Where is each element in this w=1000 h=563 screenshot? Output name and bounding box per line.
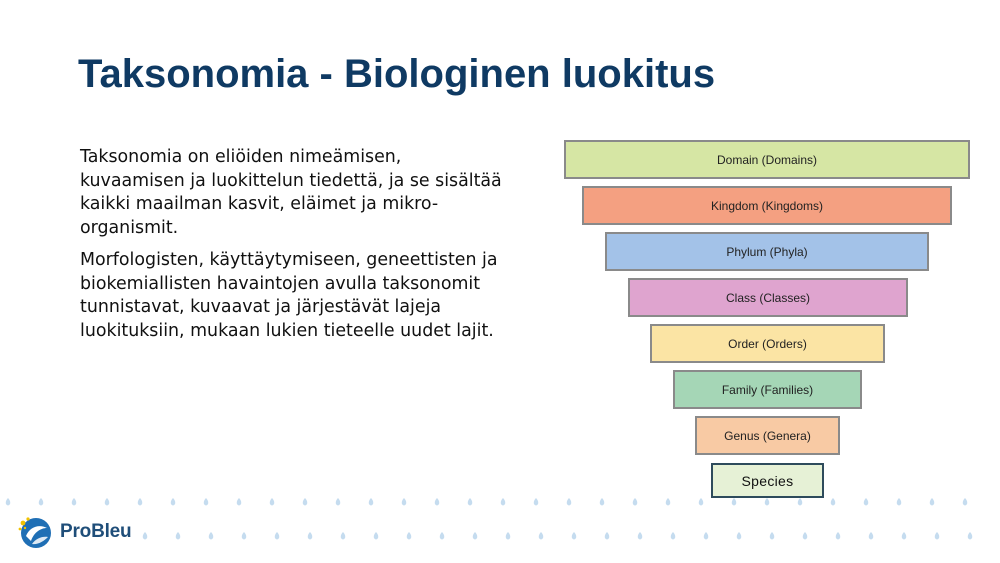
paragraph-definition: Taksonomia on eliöiden nimeämisen, kuvaa…: [80, 147, 502, 238]
decorative-dot: [274, 532, 280, 540]
decorative-dot: [434, 498, 440, 506]
decorative-dot: [670, 532, 676, 540]
decorative-dot: [703, 532, 709, 540]
level-family-label: Family (Families): [721, 382, 814, 397]
level-domain-label: Domain (Domains): [716, 152, 818, 167]
decorative-dot: [764, 498, 770, 506]
decorative-dot: [863, 498, 869, 506]
decorative-dot: [137, 498, 143, 506]
decorative-dot: [439, 532, 445, 540]
decorative-dot: [769, 532, 775, 540]
decorative-dot: [538, 532, 544, 540]
decorative-dot: [665, 498, 671, 506]
level-phylum-label: Phylum (Phyla): [726, 244, 808, 259]
decorative-dot: [368, 498, 374, 506]
decorative-dot: [203, 498, 209, 506]
decorative-dot: [731, 498, 737, 506]
decorative-dot: [401, 498, 407, 506]
level-domain: Domain (Domains): [564, 140, 970, 179]
level-order-label: Order (Orders): [728, 336, 807, 351]
decorative-dot: [335, 498, 341, 506]
decorative-dot: [373, 532, 379, 540]
decorative-dot: [736, 532, 742, 540]
decorative-dot: [269, 498, 275, 506]
level-genus: Genus (Genera): [695, 416, 840, 455]
level-kingdom-label: Kingdom (Kingdoms): [710, 198, 824, 213]
decorative-dot: [599, 498, 605, 506]
decorative-dot: [500, 498, 506, 506]
decorative-dot: [802, 532, 808, 540]
level-order: Order (Orders): [650, 324, 885, 363]
level-kingdom: Kingdom (Kingdoms): [582, 186, 952, 225]
decorative-dot: [901, 532, 907, 540]
decorative-dot: [868, 532, 874, 540]
decorative-dot: [5, 498, 11, 506]
body-text: Taksonomia on eliöiden nimeämisen, kuvaa…: [80, 146, 510, 352]
decorative-dot: [302, 498, 308, 506]
slide-title: Taksonomia - Biologinen luokitus: [78, 52, 716, 96]
level-genus-label: Genus (Genera): [724, 428, 811, 443]
decorative-dot: [962, 498, 968, 506]
decorative-dot: [505, 532, 511, 540]
decorative-dot: [632, 498, 638, 506]
decorative-dot: [236, 498, 242, 506]
decorative-dot: [835, 532, 841, 540]
decorative-dot: [934, 532, 940, 540]
probleu-logo-icon: [18, 517, 51, 548]
decorative-dot: [533, 498, 539, 506]
decorative-dot: [38, 498, 44, 506]
decorative-dot: [967, 532, 973, 540]
decorative-dot: [929, 498, 935, 506]
decorative-dot: [340, 532, 346, 540]
decorative-dot: [406, 532, 412, 540]
decorative-dot: [307, 532, 313, 540]
decorative-dot: [71, 498, 77, 506]
decorative-dot: [241, 532, 247, 540]
level-species-label: Species: [741, 472, 794, 489]
level-class-label: Class (Classes): [725, 290, 810, 305]
level-species: Species: [711, 463, 824, 498]
decorative-dot: [175, 532, 181, 540]
paragraph-methods: Morfologisten, käyttäytymiseen, geneetti…: [80, 250, 498, 341]
level-family: Family (Families): [673, 370, 862, 409]
decorative-dot: [604, 532, 610, 540]
decorative-dot: [467, 498, 473, 506]
decorative-dot: [142, 532, 148, 540]
level-class: Class (Classes): [628, 278, 908, 317]
decorative-dot: [698, 498, 704, 506]
decorative-dot: [208, 532, 214, 540]
decorative-dot: [896, 498, 902, 506]
decorative-dot: [472, 532, 478, 540]
decorative-dot: [830, 498, 836, 506]
decorative-dot: [637, 532, 643, 540]
decorative-dot-pattern: [5, 498, 973, 540]
probleu-logo-text: ProBleu: [60, 521, 132, 542]
decorative-dot: [170, 498, 176, 506]
decorative-dot: [104, 498, 110, 506]
probleu-logo: ProBleu: [16, 514, 132, 550]
decorative-dot: [566, 498, 572, 506]
level-phylum: Phylum (Phyla): [605, 232, 929, 271]
decorative-dot: [797, 498, 803, 506]
decorative-dot: [571, 532, 577, 540]
